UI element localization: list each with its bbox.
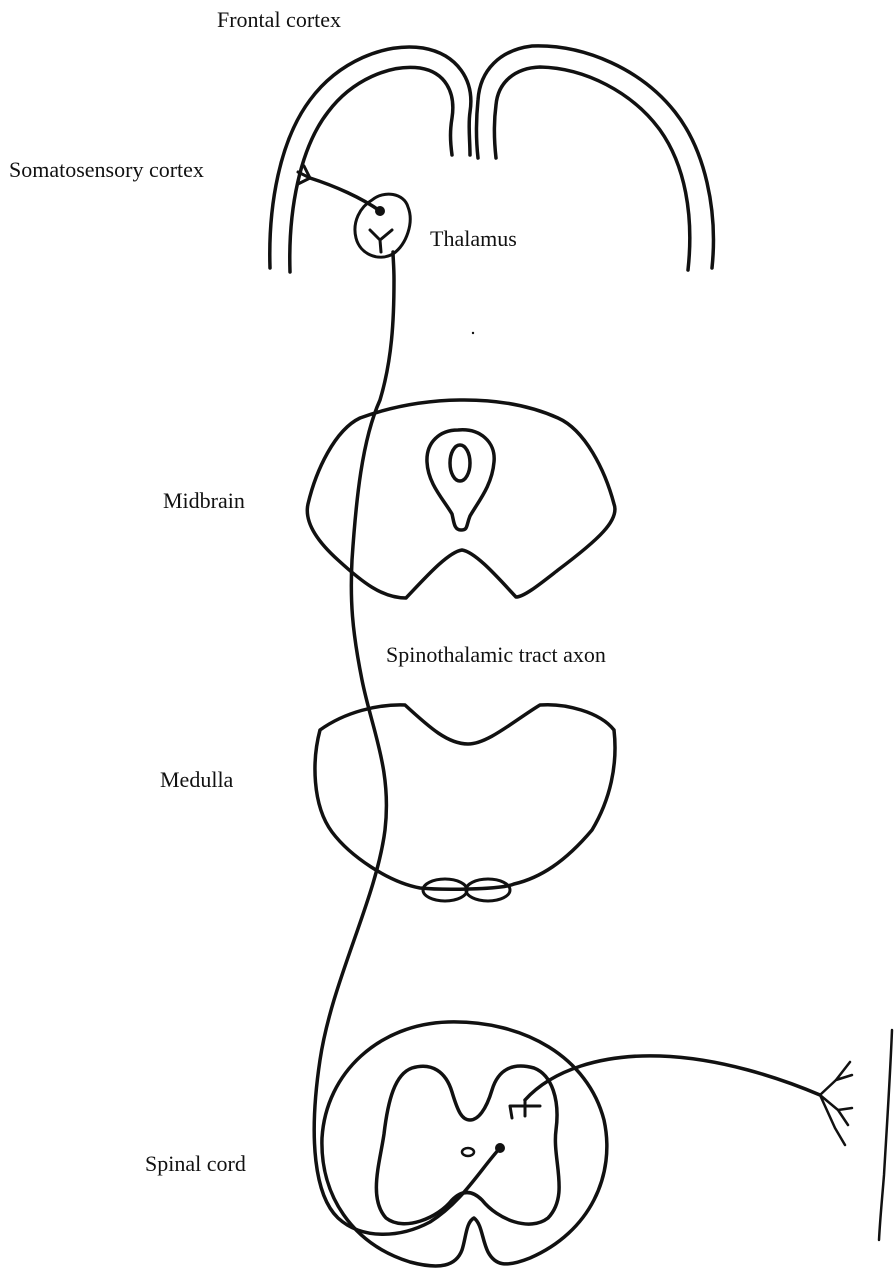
label-thalamus: Thalamus — [430, 226, 517, 252]
thalamic-synapse-terminal — [370, 230, 392, 252]
label-midbrain: Midbrain — [163, 488, 245, 514]
scan-speck — [472, 332, 474, 334]
central-canal — [462, 1148, 474, 1156]
spinal-cord-outline — [322, 1022, 607, 1266]
medulla-outline — [315, 705, 615, 889]
label-medulla: Medulla — [160, 767, 233, 793]
cerebral-aqueduct — [450, 445, 470, 481]
peripheral-receptor-endings — [820, 1062, 852, 1145]
thalamus-outline — [355, 194, 410, 257]
label-somatosensory-cortex: Somatosensory cortex — [9, 157, 204, 183]
spinal-grey-matter — [376, 1066, 559, 1224]
label-spinal-cord: Spinal cord — [145, 1151, 246, 1177]
label-spinothalamic-tract-axon: Spinothalamic tract axon — [386, 642, 606, 668]
primary-afferent-fiber — [510, 1056, 852, 1145]
medulla-section — [315, 705, 615, 901]
thalamocortical-axon — [298, 166, 380, 211]
label-frontal-cortex: Frontal cortex — [217, 7, 341, 33]
spinal-cord-section — [322, 1022, 607, 1266]
thalamus — [355, 194, 410, 257]
midbrain-section — [307, 400, 615, 598]
dorsal-horn-synapse-terminal — [510, 1100, 540, 1118]
body-surface-edge — [879, 1030, 892, 1240]
